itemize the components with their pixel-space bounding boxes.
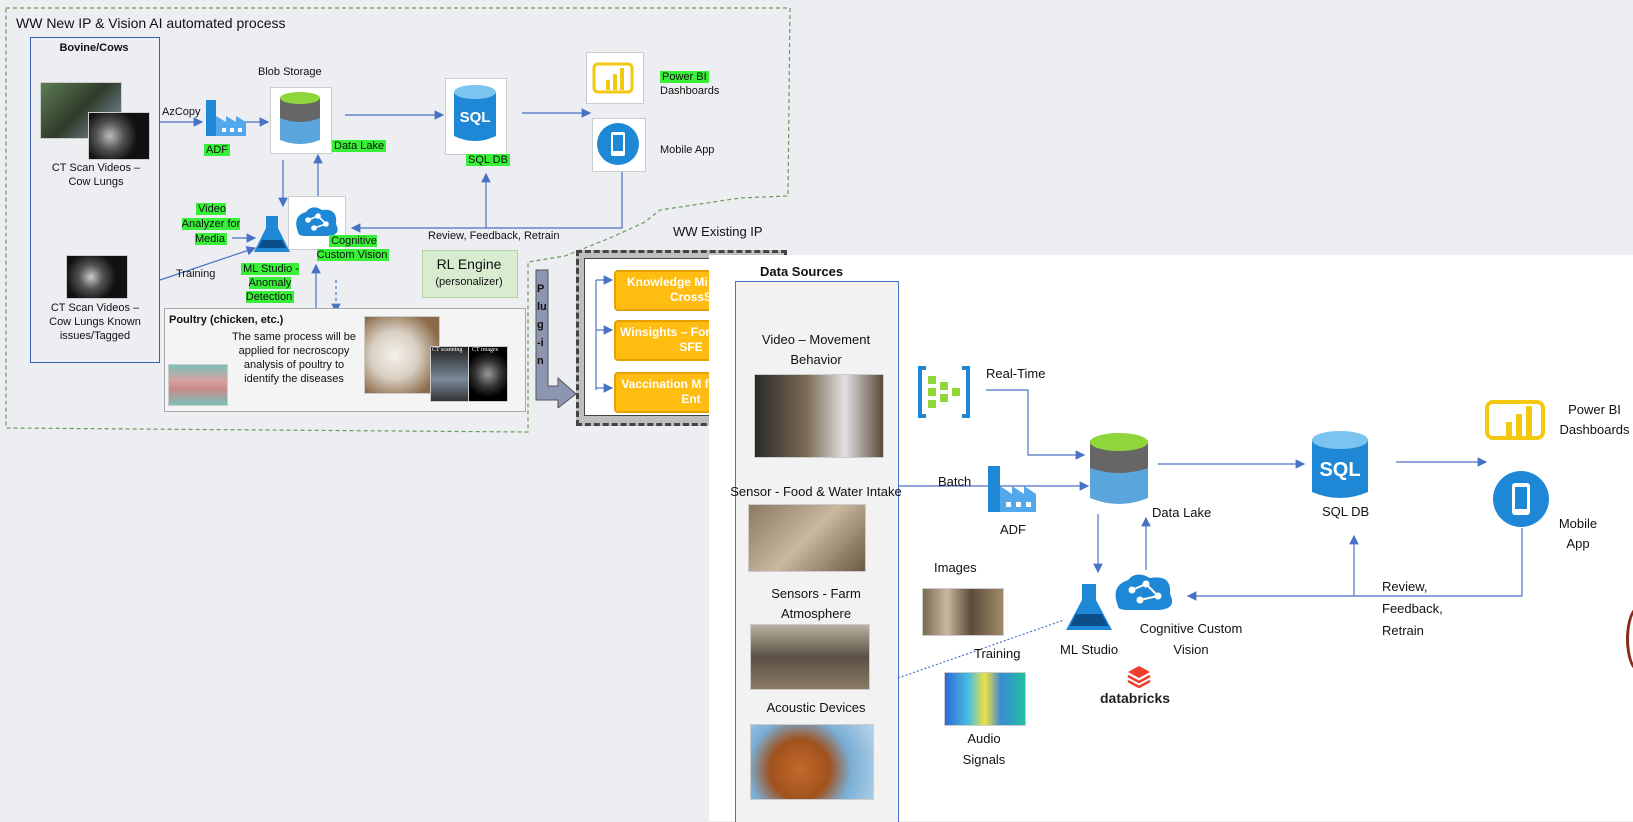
sql-large-icon: SQL	[1312, 431, 1368, 498]
sql-icon-text: SQL	[460, 109, 491, 126]
existing-ip-title: WW Existing IP	[673, 224, 763, 239]
real-time-label: Real-Time	[986, 366, 1046, 381]
mobile-large-label: Mobile App	[1548, 514, 1608, 554]
mobile-phone-icon	[597, 123, 639, 165]
sql-db-label: SQL DB	[466, 154, 510, 168]
ml-studio-large-label: ML Studio	[1060, 642, 1119, 657]
data-lake-large-icon	[1090, 433, 1148, 504]
audio-signals-label: Audio Signals	[962, 731, 1006, 767]
adf-large-icon	[988, 466, 1036, 512]
bovine-box	[30, 37, 160, 363]
adf-label: ADF	[204, 144, 230, 158]
lung-ct-known-image	[66, 255, 128, 299]
ct-scan-known-label: CT Scan Videos – Cow Lungs Known issues/…	[49, 302, 141, 342]
power-bi-large-text: Power BI	[1568, 402, 1621, 417]
cognitive-large-icon	[1115, 574, 1173, 610]
bovine-title: Bovine/Cows	[59, 42, 129, 54]
sensor-farm-label: Sensors - Farm Atmosphere	[771, 586, 861, 621]
data-lake-label-text: Data Lake	[332, 140, 387, 152]
adf-label-text: ADF	[204, 144, 230, 156]
ml-studio-label: ML Studio -Anomaly Detection	[238, 262, 302, 304]
power-bi-label-text: Power BI	[660, 71, 709, 83]
lung-ct-image	[88, 112, 150, 160]
audio-spectrogram-image	[944, 672, 1026, 726]
review-large-label: Review, Feedback, Retrain	[1382, 576, 1443, 642]
personalizer-label: (personalizer)	[435, 276, 503, 288]
sql-db-large-label: SQL DB	[1322, 504, 1370, 519]
images-label: Images	[934, 560, 977, 575]
power-bi-large-label: Power BI Dashboards	[1556, 400, 1633, 440]
poultry-text: The same process will be applied for nec…	[231, 331, 357, 385]
poultry-title: Poultry (chicken, etc.)	[169, 314, 284, 326]
process-title: WW New IP & Vision AI automated process	[16, 15, 286, 31]
ml-studio-flask-icon	[254, 216, 290, 252]
data-lake-label: Data Lake	[332, 140, 387, 154]
video-source-label: Video – Movement Behavior	[761, 332, 871, 367]
review-label: Review, Feedback, Retrain	[428, 230, 560, 242]
plugin-label: Plug-in	[537, 283, 547, 367]
poultry-intestine-photo	[168, 364, 228, 406]
cognitive-brain-icon	[296, 207, 338, 236]
plugin-arrow	[535, 269, 577, 408]
food-intake-photo	[748, 504, 866, 572]
existing-bracket	[595, 275, 614, 393]
ct-images-photo	[468, 346, 508, 402]
images-thumbnails	[922, 588, 1004, 636]
cow-video-photo	[754, 374, 884, 458]
data-sources-title: Data Sources	[760, 264, 844, 279]
databricks-icon	[1127, 666, 1151, 688]
ct-scan-videos-label: CT Scan Videos – Cow Lungs	[51, 162, 141, 188]
cow-acoustic-photo	[750, 724, 874, 800]
acoustic-label: Acoustic Devices	[766, 700, 866, 715]
app-text: App	[1566, 536, 1590, 551]
data-lake-large-label: Data Lake	[1152, 505, 1212, 520]
azcopy-label: AzCopy	[162, 106, 201, 118]
sql-database-icon: SQL	[454, 85, 496, 141]
rl-engine-box	[422, 250, 518, 298]
power-bi-label: Power BI Dashboards	[660, 70, 719, 98]
mobile-app-label: Mobile App	[660, 144, 715, 156]
rl-engine-label: RL Engine	[436, 256, 502, 272]
mobile-large-icon	[1493, 471, 1549, 527]
sensor-food-label: Sensor - Food & Water Intake	[730, 484, 902, 499]
dashboards-large-text: Dashboards	[1559, 422, 1630, 437]
event-hub-icon	[918, 366, 970, 418]
review-text: Review,	[1382, 579, 1428, 594]
adf-large-label: ADF	[1000, 522, 1026, 537]
ml-studio-text: ML Studio -Anomaly Detection	[241, 263, 299, 303]
cognitive-large-label: Cognitive Custom Vision	[1139, 621, 1243, 657]
video-analyzer-label: Video Analyzer for Media	[178, 202, 244, 247]
sql-large-icon-text: SQL	[1319, 459, 1360, 481]
dashboards-label: Dashboards	[660, 85, 720, 97]
retrain-text: Retrain	[1382, 623, 1424, 638]
sql-db-label-text: SQL DB	[466, 154, 510, 166]
ct-scanning-caption: CT scanning	[432, 347, 463, 353]
ct-images-caption: CT images	[472, 347, 499, 353]
training-label: Training	[176, 268, 216, 280]
power-bi-icon	[592, 62, 634, 94]
batch-label: Batch	[938, 474, 972, 489]
databricks-label: databricks	[1100, 690, 1171, 706]
ml-studio-large-icon	[1066, 584, 1112, 630]
adf-factory-icon	[206, 100, 246, 136]
feedback-text: Feedback,	[1382, 601, 1443, 616]
chicken-photo	[364, 316, 440, 394]
training-large-label: Training	[974, 646, 1021, 661]
blob-storage-label: Blob Storage	[258, 66, 322, 78]
power-bi-large-icon	[1485, 400, 1545, 440]
data-lake-cylinder-icon	[280, 92, 320, 144]
farm-barn-photo	[750, 624, 870, 690]
cognitive-label: Cognitive Custom Vision	[316, 234, 390, 262]
mobile-text: Mobile	[1558, 516, 1598, 531]
